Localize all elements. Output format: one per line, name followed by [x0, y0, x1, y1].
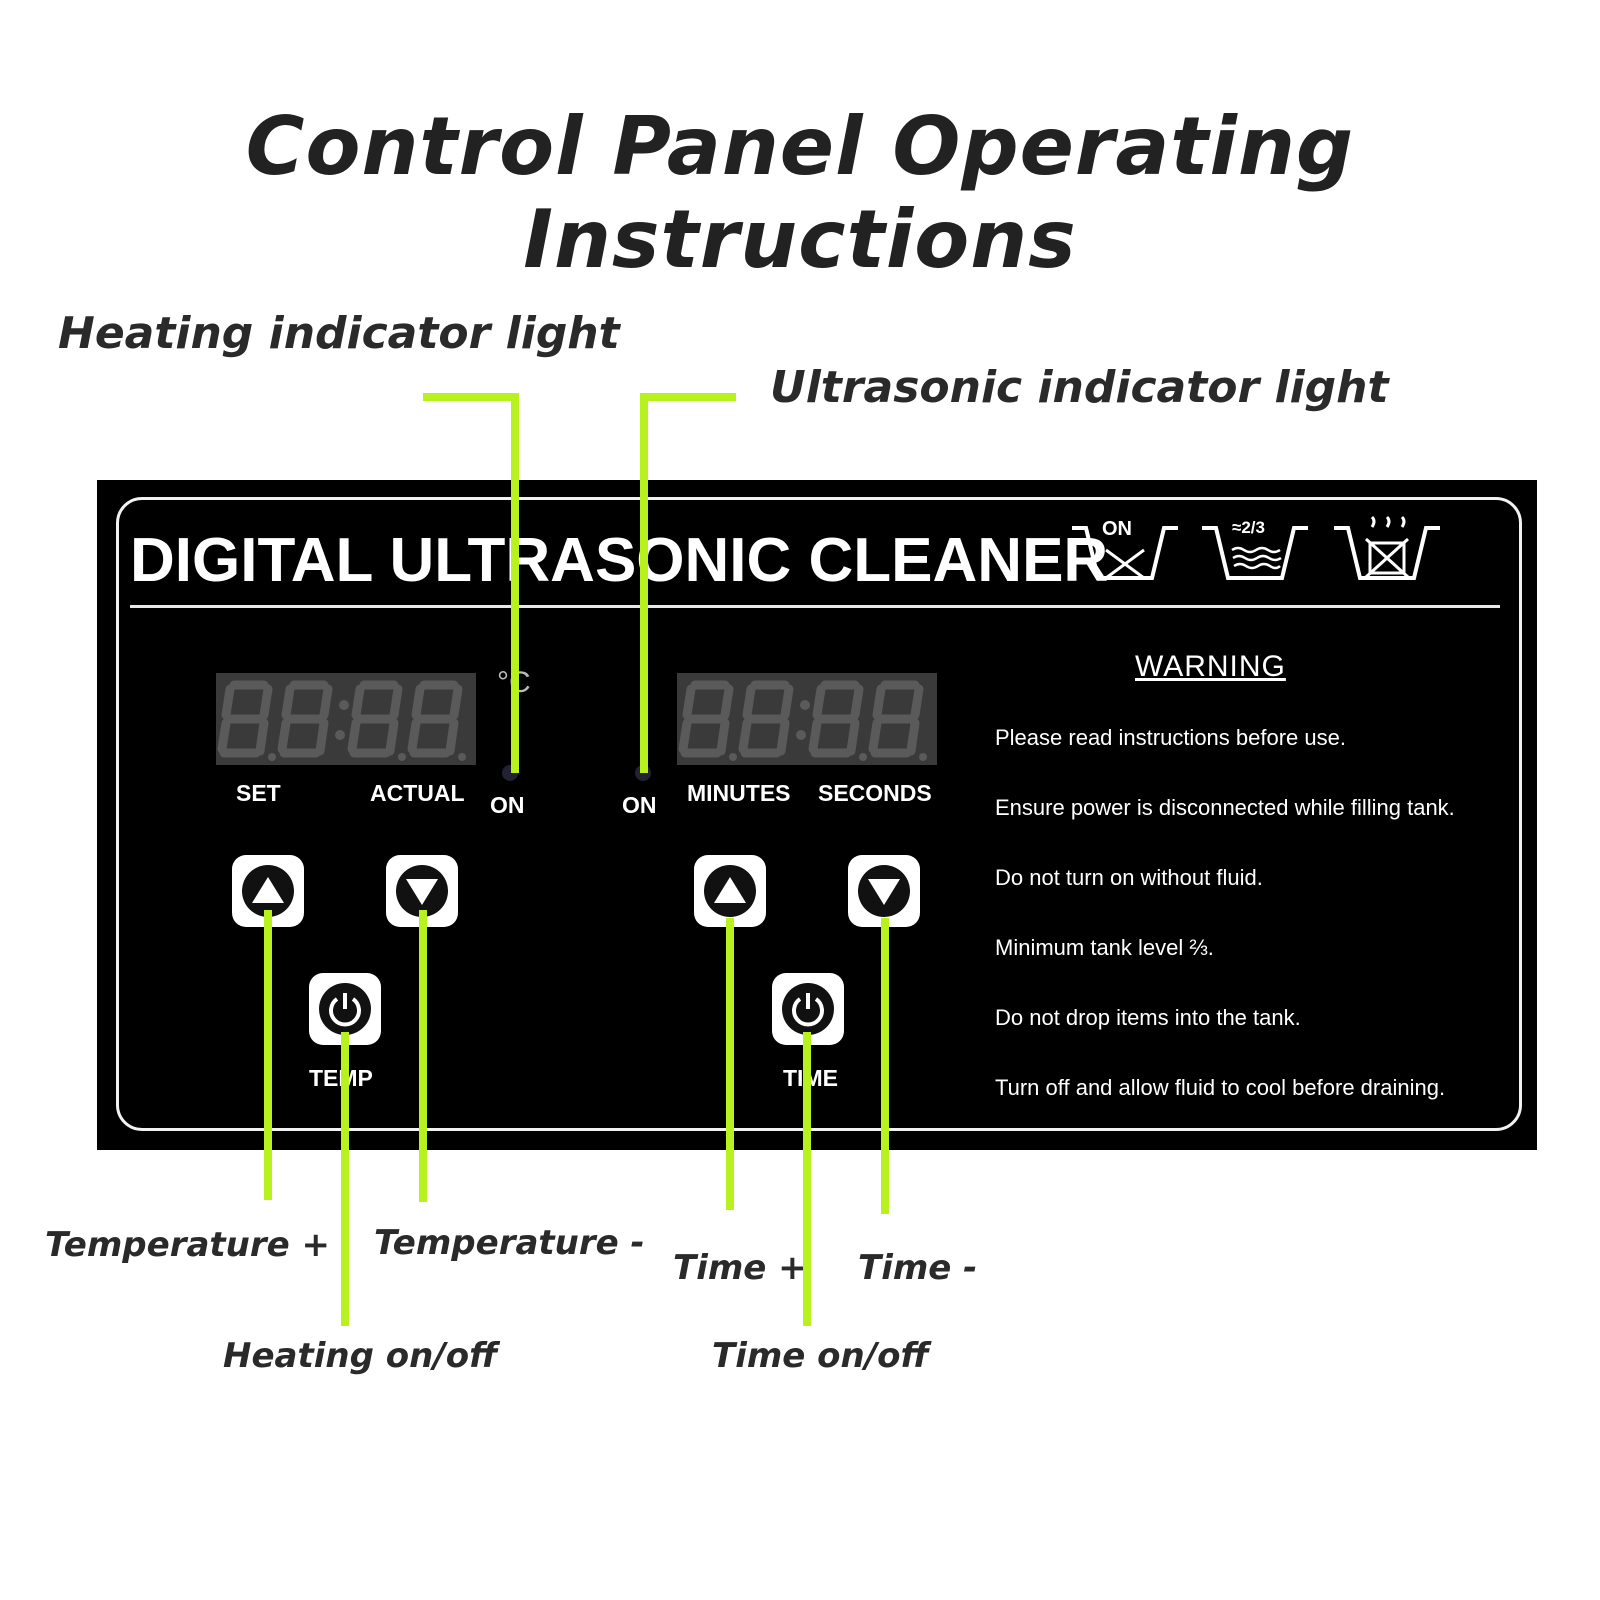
temperature-display — [216, 673, 476, 765]
callout-time-onoff: Time on/off — [712, 1336, 929, 1376]
time-display — [677, 673, 937, 765]
callout-temperature-minus: Temperature - — [374, 1223, 645, 1263]
triangle-up-icon — [714, 877, 746, 903]
warning-line: Do not turn on without fluid. — [995, 865, 1263, 890]
leader-line — [640, 393, 736, 401]
actual-label: ACTUAL — [370, 780, 465, 806]
set-label: SET — [236, 780, 281, 806]
page-title: Control Panel Operating Instructions — [245, 100, 1355, 286]
warning-line: Do not drop items into the tank. — [995, 1005, 1301, 1030]
leader-line — [341, 1032, 349, 1326]
minutes-label: MINUTES — [687, 780, 791, 806]
leader-line — [511, 393, 519, 773]
warning-line: Turn off and allow fluid to cool before … — [995, 1075, 1446, 1100]
leader-line — [264, 910, 272, 1200]
leader-line — [803, 1032, 811, 1326]
leader-line — [881, 918, 889, 1214]
callout-time-plus: Time + — [673, 1248, 807, 1288]
callout-ultrasonic-indicator: Ultrasonic indicator light — [770, 362, 1389, 413]
power-on-tank-icon — [1070, 520, 1180, 590]
heating-on-label: ON — [490, 792, 525, 818]
time-down-button[interactable] — [848, 855, 920, 927]
tank-icon-fill-label: ≈2/3 — [1232, 518, 1265, 537]
callout-heating-indicator: Heating indicator light — [58, 308, 620, 359]
fill-level-tank-icon — [1200, 520, 1310, 590]
no-heat-drain-icon — [1332, 515, 1442, 590]
leader-line — [726, 918, 734, 1210]
panel-brand-title: DIGITAL ULTRASONIC CLEANER — [130, 526, 1109, 595]
time-power-button[interactable] — [772, 973, 844, 1045]
power-icon — [329, 993, 361, 1027]
triangle-down-icon — [868, 879, 900, 905]
leader-line — [423, 393, 519, 401]
ultrasonic-on-label: ON — [622, 792, 657, 818]
tank-icon-on-label: ON — [1102, 518, 1132, 540]
warning-line: Minimum tank level ⅔. — [995, 935, 1214, 960]
triangle-down-icon — [406, 879, 438, 905]
power-icon — [792, 993, 824, 1027]
panel-frame — [116, 497, 1522, 1131]
triangle-up-icon — [252, 877, 284, 903]
warning-title: WARNING — [1135, 650, 1286, 683]
warning-line: Ensure power is disconnected while filli… — [995, 795, 1455, 820]
panel-divider — [130, 605, 1500, 608]
temperature-down-button[interactable] — [386, 855, 458, 927]
leader-line — [640, 393, 648, 773]
callout-temperature-plus: Temperature + — [45, 1225, 331, 1265]
callout-time-minus: Time - — [858, 1248, 978, 1288]
warning-line: Please read instructions before use. — [995, 725, 1346, 750]
callout-heating-onoff: Heating on/off — [223, 1336, 498, 1376]
time-up-button[interactable] — [694, 855, 766, 927]
seconds-label: SECONDS — [818, 780, 932, 806]
leader-line — [419, 910, 427, 1202]
temp-label: TEMP — [309, 1065, 373, 1092]
